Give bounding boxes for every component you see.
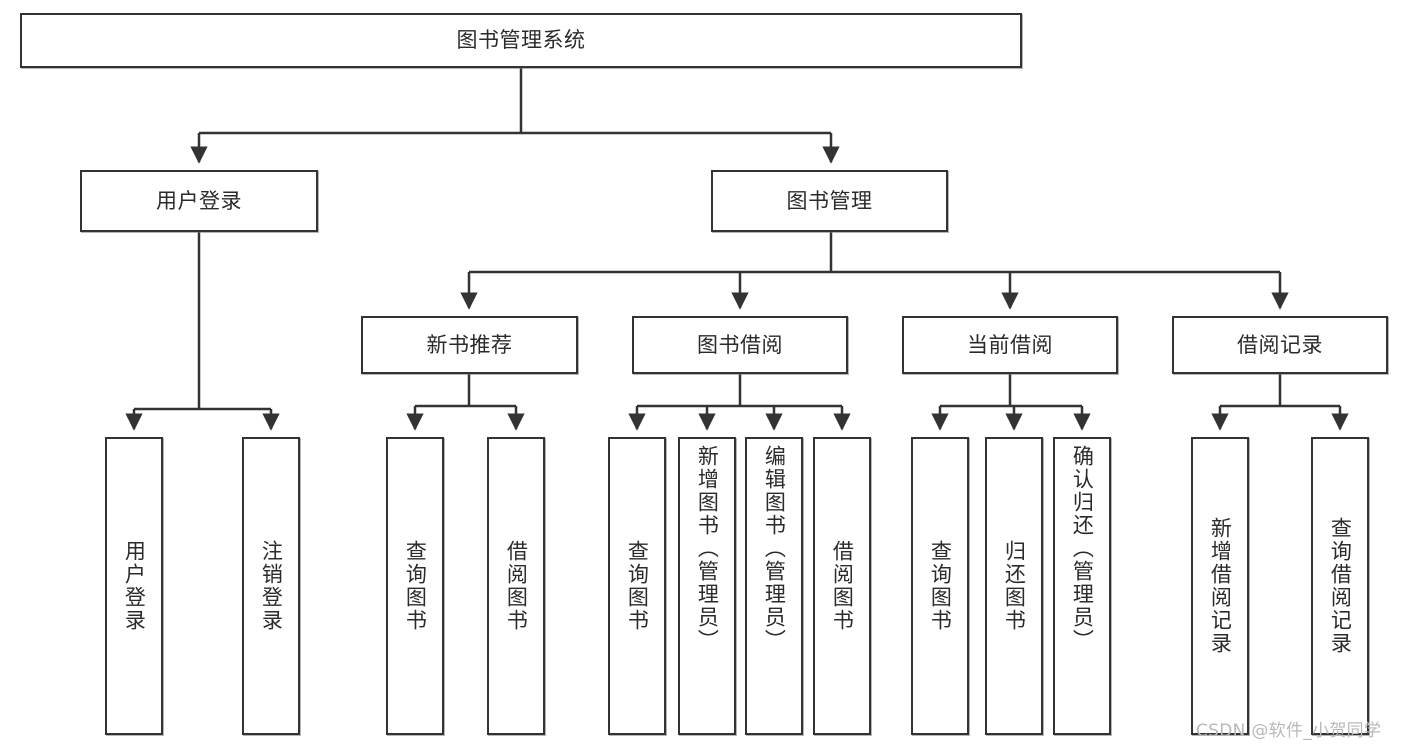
node-leaf-query-borrow-record[interactable]: 查询借阅记录 xyxy=(1311,437,1369,735)
node-new-book-recommend[interactable]: 新书推荐 xyxy=(361,316,578,374)
node-leaf-confirm-return-label: 确认归还（管理员） xyxy=(1070,445,1095,652)
node-user-login[interactable]: 用户登录 xyxy=(80,170,318,232)
user-login-to-leaves-connectors xyxy=(125,232,280,431)
node-leaf-add-book[interactable]: 新增图书（管理员） xyxy=(678,437,736,735)
node-leaf-return-book[interactable]: 归还图书 xyxy=(985,437,1043,735)
node-leaf-query-borrow-record-label: 查询借阅记录 xyxy=(1328,517,1353,655)
node-leaf-query-book-current-label: 查询图书 xyxy=(928,540,953,632)
node-leaf-query-book-recommend-label: 查询图书 xyxy=(403,540,428,632)
node-current-borrow-label: 当前借阅 xyxy=(967,332,1053,357)
node-leaf-query-book-borrow[interactable]: 查询图书 xyxy=(608,437,666,735)
node-leaf-add-borrow-record[interactable]: 新增借阅记录 xyxy=(1191,437,1249,735)
node-current-borrow[interactable]: 当前借阅 xyxy=(902,316,1118,374)
node-leaf-return-book-label: 归还图书 xyxy=(1002,540,1027,632)
book-borrow-to-leaves-connectors xyxy=(628,374,851,431)
node-leaf-query-book-borrow-label: 查询图书 xyxy=(625,540,650,632)
node-leaf-confirm-return[interactable]: 确认归还（管理员） xyxy=(1053,437,1111,735)
borrow-record-to-leaves-connectors xyxy=(1211,374,1349,431)
node-root[interactable]: 图书管理系统 xyxy=(20,13,1022,68)
node-leaf-borrow-book-label: 借阅图书 xyxy=(830,540,855,632)
node-book-management-label: 图书管理 xyxy=(786,188,873,213)
node-leaf-user-login[interactable]: 用户登录 xyxy=(105,437,163,735)
node-leaf-borrow-book-recommend-label: 借阅图书 xyxy=(504,540,529,632)
node-leaf-add-borrow-record-label: 新增借阅记录 xyxy=(1208,517,1233,655)
node-borrow-record[interactable]: 借阅记录 xyxy=(1172,316,1388,374)
node-user-login-label: 用户登录 xyxy=(156,188,242,213)
node-book-borrow-label: 图书借阅 xyxy=(697,332,783,357)
root-to-level2-connectors xyxy=(190,68,840,164)
node-leaf-query-book-recommend[interactable]: 查询图书 xyxy=(386,437,444,735)
new-book-recommend-to-leaves-connectors xyxy=(406,374,525,431)
node-leaf-user-login-label: 用户登录 xyxy=(122,540,147,632)
node-leaf-edit-book-label: 编辑图书（管理员） xyxy=(762,445,787,652)
node-leaf-add-book-label: 新增图书（管理员） xyxy=(695,445,720,652)
node-leaf-query-book-current[interactable]: 查询图书 xyxy=(911,437,969,735)
node-book-management[interactable]: 图书管理 xyxy=(711,170,948,232)
current-borrow-to-leaves-connectors xyxy=(931,374,1091,431)
node-leaf-edit-book[interactable]: 编辑图书（管理员） xyxy=(745,437,803,735)
node-leaf-user-logout-label: 注销登录 xyxy=(259,540,284,632)
book-management-to-level3-connectors xyxy=(460,232,1289,310)
node-leaf-borrow-book-recommend[interactable]: 借阅图书 xyxy=(487,437,545,735)
node-leaf-borrow-book[interactable]: 借阅图书 xyxy=(813,437,871,735)
node-new-book-recommend-label: 新书推荐 xyxy=(426,332,513,357)
node-root-label: 图书管理系统 xyxy=(456,28,586,52)
node-leaf-user-logout[interactable]: 注销登录 xyxy=(242,437,300,735)
csdn-watermark: CSDN @软件_小贺同学 xyxy=(1196,721,1382,741)
node-borrow-record-label: 借阅记录 xyxy=(1237,332,1323,357)
node-book-borrow[interactable]: 图书借阅 xyxy=(632,316,848,374)
